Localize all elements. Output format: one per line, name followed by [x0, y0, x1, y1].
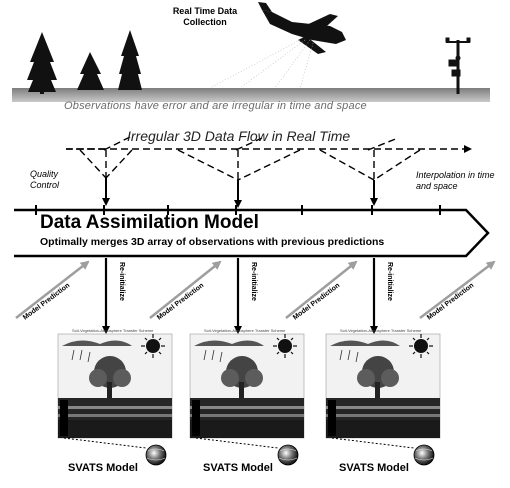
header-title: Real Time Data Collection — [172, 6, 238, 27]
svats-panel — [325, 333, 441, 449]
ground-band — [12, 88, 490, 102]
quality-control-label: Quality Control — [30, 169, 60, 190]
assimilation-title: Data Assimilation Model — [40, 212, 259, 233]
svats-panel-title: Soil-Vegetation-Atmosphere Transfer Sche… — [72, 328, 154, 333]
reinitialize-label: Re-initialize — [118, 262, 125, 301]
globe-icon — [413, 444, 435, 466]
svats-model-label: SVATS Model — [339, 462, 409, 474]
svats-model-label: SVATS Model — [203, 462, 273, 474]
assimilation-arrow — [14, 205, 490, 258]
sun-icon — [141, 334, 165, 358]
globe-icon — [145, 444, 167, 466]
svats-panel — [189, 333, 305, 449]
model-prediction-arrows — [15, 260, 496, 319]
assimilation-subtitle: Optimally merges 3D array of observation… — [40, 236, 385, 248]
svats-model-label: SVATS Model — [68, 462, 138, 474]
flow-title: Irregular 3D Data Flow in Real Time — [127, 128, 351, 144]
svats-panel-title: Soil-Vegetation-Atmosphere Transfer Sche… — [340, 328, 422, 333]
reinitialize-label: Re-initialize — [250, 262, 257, 301]
data-flow-network — [66, 135, 472, 181]
interpolation-label: Interpolation in time and space — [416, 170, 495, 191]
pine-tree-icon — [77, 52, 104, 90]
flow-down-arrows — [102, 178, 378, 208]
sun-icon — [273, 334, 297, 358]
sun-icon — [409, 334, 433, 358]
observation-note: Observations have error and are irregula… — [64, 100, 367, 112]
svats-panel-title: Soil-Vegetation-Atmosphere Transfer Sche… — [204, 328, 286, 333]
weather-station-icon — [445, 37, 471, 94]
reinitialize-arrows — [102, 258, 378, 334]
reinitialize-label: Re-initialize — [386, 262, 393, 301]
globe-icon — [277, 444, 299, 466]
pine-tree-icon — [27, 32, 57, 94]
pine-tree-icon — [118, 30, 142, 90]
airplane-icon — [258, 2, 346, 54]
sensor-beam — [209, 39, 315, 89]
